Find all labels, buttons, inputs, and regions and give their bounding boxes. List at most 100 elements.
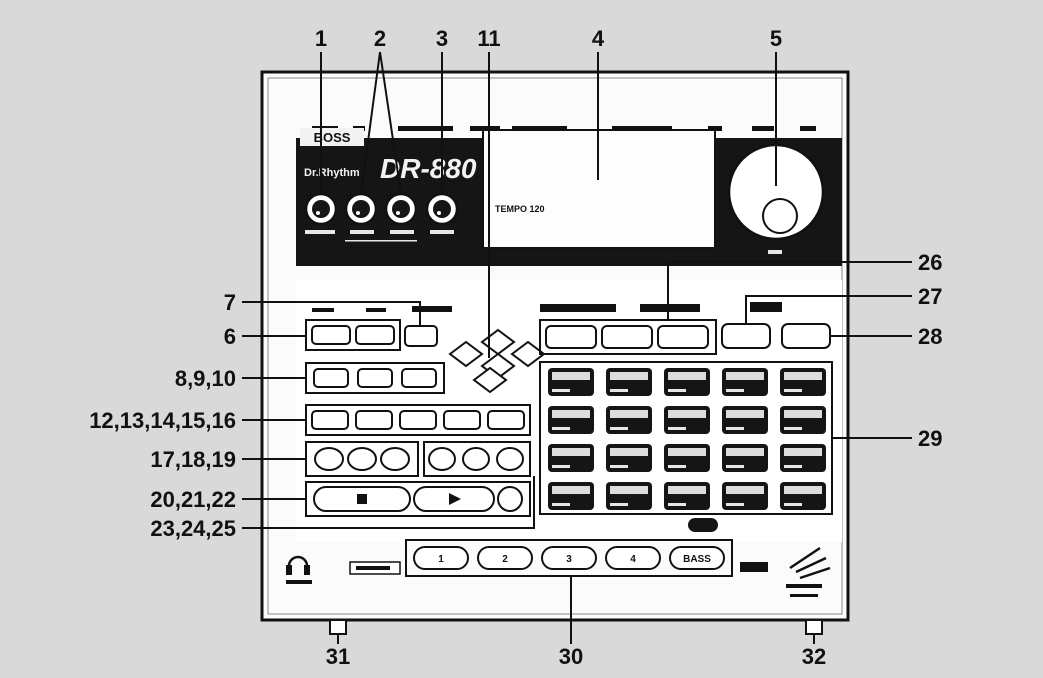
- button-13[interactable]: [355, 410, 393, 430]
- button-17[interactable]: [314, 447, 344, 471]
- key-row-label-1: 1: [438, 554, 444, 565]
- callout-26: 26: [918, 250, 942, 275]
- left-foot: [329, 619, 347, 635]
- button-15[interactable]: [443, 410, 481, 430]
- drum-pad-highlight: [784, 448, 822, 456]
- callout-23-25: 23,24,25: [150, 516, 236, 541]
- drum-pad-highlight: [668, 448, 706, 456]
- drum-pad-highlight: [552, 448, 590, 456]
- button-25[interactable]: [496, 447, 524, 471]
- button-19[interactable]: [380, 447, 410, 471]
- button-26b[interactable]: [601, 325, 653, 349]
- drum-pad-label: [610, 503, 628, 506]
- bottom-right-tag: [740, 562, 768, 572]
- drum-pad-label: [784, 389, 802, 392]
- callout-20-22: 20,21,22: [150, 487, 236, 512]
- key-row-frame: [405, 539, 733, 577]
- stop-icon: [357, 494, 367, 504]
- button-9[interactable]: [357, 368, 393, 388]
- drum-pad-label: [726, 503, 744, 506]
- button-12[interactable]: [311, 410, 349, 430]
- value-dial[interactable]: [727, 143, 825, 241]
- button-18[interactable]: [347, 447, 377, 471]
- button-27[interactable]: [721, 323, 771, 349]
- shift-button[interactable]: [404, 325, 438, 347]
- drum-pad-label: [552, 389, 570, 392]
- key-row: 1 2 3 4 BASS: [413, 546, 725, 570]
- key-row-label-2: 2: [502, 554, 508, 565]
- callouts-left: 7 6 8,9,10 12,13,14,15,16 17,18,19 20,21…: [89, 290, 236, 541]
- button-10[interactable]: [401, 368, 437, 388]
- drummer-logo: [786, 546, 831, 597]
- volume-knob[interactable]: [304, 192, 338, 226]
- key-row-knob[interactable]: [688, 518, 718, 532]
- callout-28: 28: [918, 324, 942, 349]
- drum-pad-label: [552, 503, 570, 506]
- drum-pad-label: [610, 389, 628, 392]
- key-row-label-4: 4: [630, 554, 636, 565]
- drum-pad-label: [610, 427, 628, 430]
- callout-11: 11: [477, 26, 500, 51]
- drum-pad-highlight: [784, 410, 822, 418]
- leader-lines: [242, 51, 912, 644]
- left-section-labels: [312, 302, 782, 312]
- drum-pad-highlight: [726, 486, 764, 494]
- callout-6: 6: [224, 324, 236, 349]
- drum-pad-label: [726, 465, 744, 468]
- knob-label-marks: [305, 230, 454, 242]
- button-8[interactable]: [313, 368, 349, 388]
- dial-label-mark: [768, 250, 782, 254]
- drum-pad-highlight: [610, 486, 648, 494]
- callout-1: 1: [315, 26, 327, 51]
- button-28[interactable]: [781, 323, 831, 349]
- key-row-button-5[interactable]: [669, 546, 725, 570]
- button-26a[interactable]: [545, 325, 597, 349]
- drum-pad-highlight: [610, 372, 648, 380]
- mix-knob-b[interactable]: [384, 192, 418, 226]
- button-23[interactable]: [428, 447, 456, 471]
- key-row-label-3: 3: [566, 554, 572, 565]
- model-name: DR-880: [380, 153, 477, 184]
- drum-pad-highlight: [552, 372, 590, 380]
- drum-pad-label: [726, 427, 744, 430]
- callout-3: 3: [436, 26, 448, 51]
- drum-pad-label: [610, 465, 628, 468]
- button-16[interactable]: [487, 410, 525, 430]
- drum-pad-highlight: [726, 448, 764, 456]
- drum-pad-label: [668, 427, 686, 430]
- drum-pad-highlight: [784, 486, 822, 494]
- rec-mode-button[interactable]: [355, 325, 395, 345]
- button-26c[interactable]: [657, 325, 709, 349]
- housing-bevel: [267, 77, 843, 615]
- key-row-button-2[interactable]: [477, 546, 533, 570]
- callout-12-16: 12,13,14,15,16: [89, 408, 236, 433]
- callout-7: 7: [224, 290, 236, 315]
- drum-pad-highlight: [668, 486, 706, 494]
- cursor-left-button[interactable]: [448, 340, 484, 368]
- mix-knob-a[interactable]: [344, 192, 378, 226]
- key-row-button-1[interactable]: [413, 546, 469, 570]
- key-row-button-3[interactable]: [541, 546, 597, 570]
- callout-17-19: 17,18,19: [150, 447, 236, 472]
- cursor-lower-button[interactable]: [472, 366, 508, 394]
- drum-pad-highlight: [668, 410, 706, 418]
- play-mode-button[interactable]: [311, 325, 351, 345]
- phones-knob[interactable]: [425, 192, 459, 226]
- callout-30: 30: [559, 644, 583, 669]
- rec-button[interactable]: [497, 486, 523, 512]
- callout-8-9-10: 8,9,10: [175, 366, 236, 391]
- drum-pad-highlight: [726, 410, 764, 418]
- button-14[interactable]: [399, 410, 437, 430]
- drum-pad-label: [552, 465, 570, 468]
- key-row-label-5: BASS: [683, 554, 711, 565]
- callouts-bottom: 31 30 32: [326, 644, 826, 669]
- button-24[interactable]: [462, 447, 490, 471]
- drum-pad-highlight: [726, 372, 764, 380]
- group-frame-26: [539, 319, 717, 355]
- drum-pad-highlight: [668, 372, 706, 380]
- drum-pad-label: [784, 503, 802, 506]
- drum-pad-highlight: [610, 448, 648, 456]
- key-row-button-4[interactable]: [605, 546, 661, 570]
